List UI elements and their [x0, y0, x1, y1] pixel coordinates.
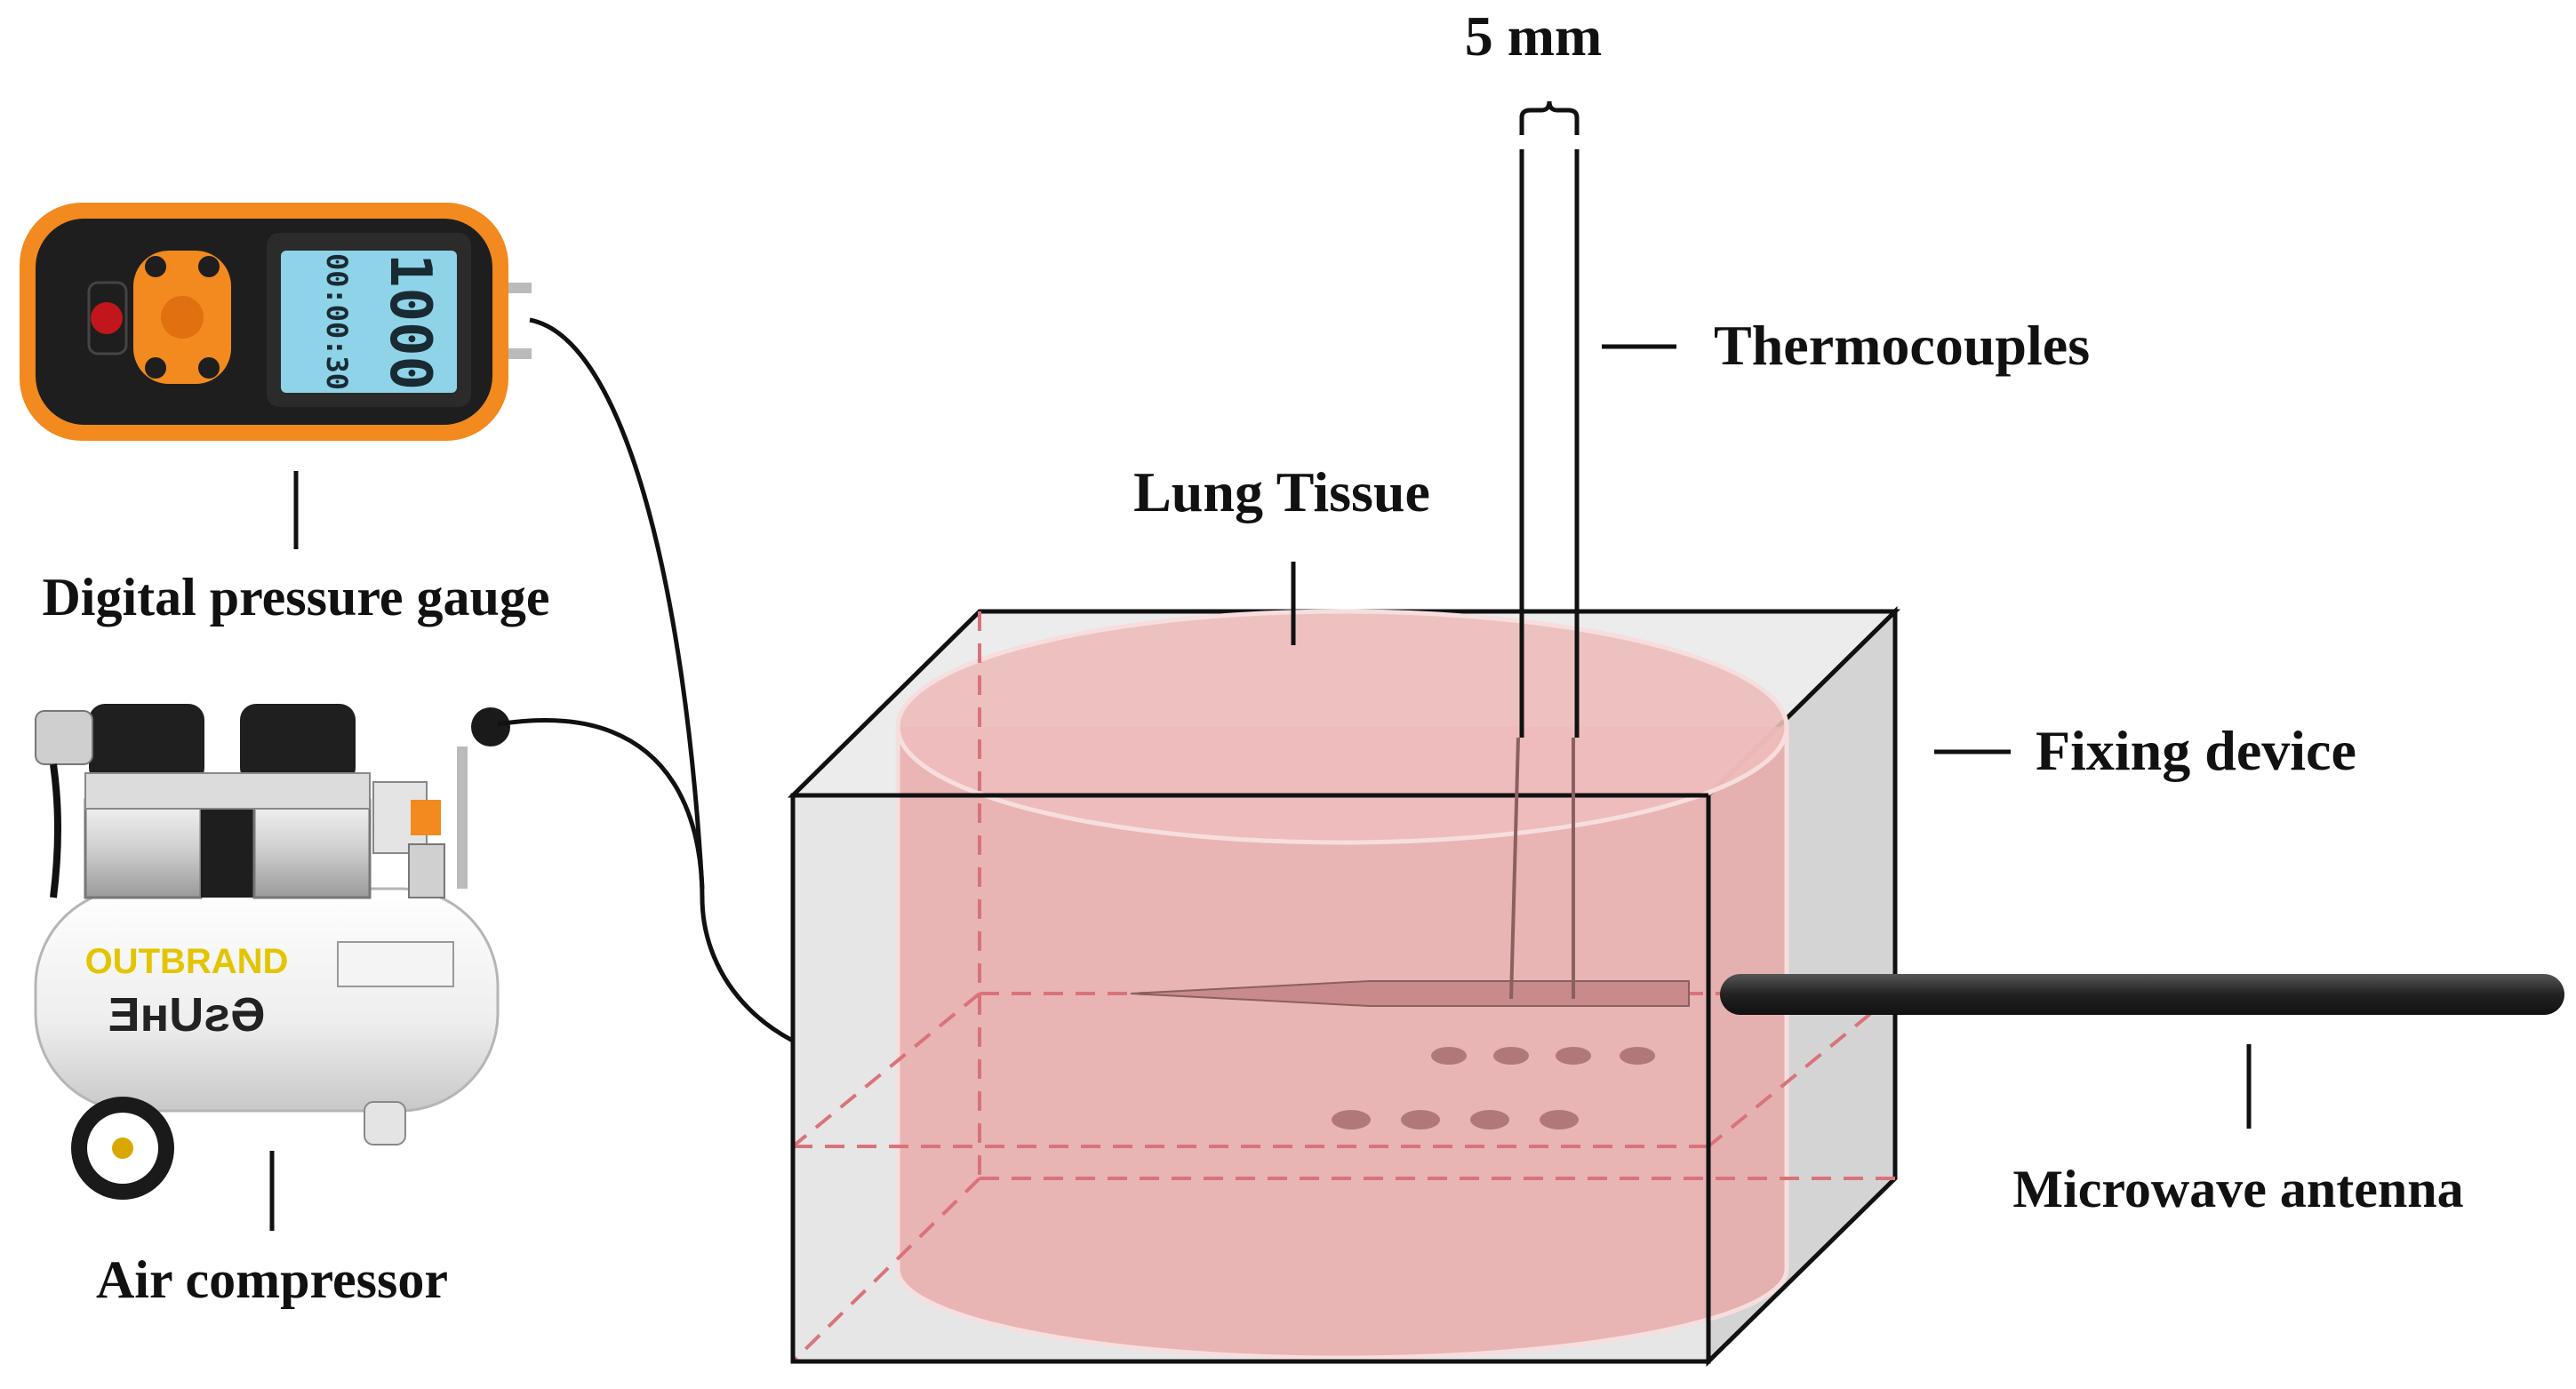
tissue-body [898, 727, 1787, 1358]
compressor-motor-right [252, 798, 372, 899]
compressor-motor-center [201, 800, 254, 898]
compressor-label-plate [337, 941, 454, 987]
fixing-device-label: Fixing device [2036, 719, 2356, 782]
fixing-device [787, 606, 1901, 1367]
digital-pressure-gauge-label: Digital pressure gauge [42, 568, 549, 627]
antenna-shaft [1720, 974, 2564, 1015]
gauge-lcd-screen [281, 251, 457, 393]
gauge-keypad [133, 251, 231, 384]
gauge-port-bottom [508, 348, 532, 359]
lung-tissue-label: Lung Tissue [1133, 460, 1430, 523]
dimension-bracket [1519, 100, 1580, 135]
air-compressor-label: Air compressor [96, 1250, 448, 1309]
compressor-head-left [89, 704, 204, 784]
compressor-brand-bottom: ƎʜUƨƏ [108, 988, 266, 1042]
thermocouples-label: Thermocouples [1714, 314, 2090, 377]
compressor-foot [364, 1101, 406, 1146]
compressor-tank [34, 887, 500, 1113]
gauge-time: 00:00:30 [320, 253, 354, 390]
compressor-brand-top: OUTBRAND [85, 942, 289, 981]
gauge-power-button [91, 302, 123, 334]
dimension-label: 5 mm [1465, 4, 1603, 68]
lung-tissue-cylinder [895, 609, 1789, 1361]
compressor-outlet-knob [471, 707, 510, 746]
gauge-hose [529, 317, 705, 890]
antenna-tip-inside [1130, 980, 1690, 1007]
microwave-antenna-label: Microwave antenna [2012, 1160, 2463, 1218]
microwave-antenna [1130, 974, 2564, 1015]
gauge-reading: 1000 [377, 253, 443, 390]
thermocouples [1509, 149, 1580, 1000]
compressor-motor-left [84, 798, 203, 899]
digital-pressure-gauge: 1000 00:00:30 [20, 203, 532, 441]
compressor-orange-valve [411, 800, 441, 835]
compressor-hose [497, 718, 890, 1069]
tissue-top-surface [895, 609, 1789, 845]
air-compressor: OUTBRAND ƎʜUƨƏ [34, 704, 510, 1200]
compressor-head-right [240, 704, 356, 784]
thermocouple-left-inside [1509, 737, 1520, 1000]
gauge-port-top [508, 283, 532, 293]
